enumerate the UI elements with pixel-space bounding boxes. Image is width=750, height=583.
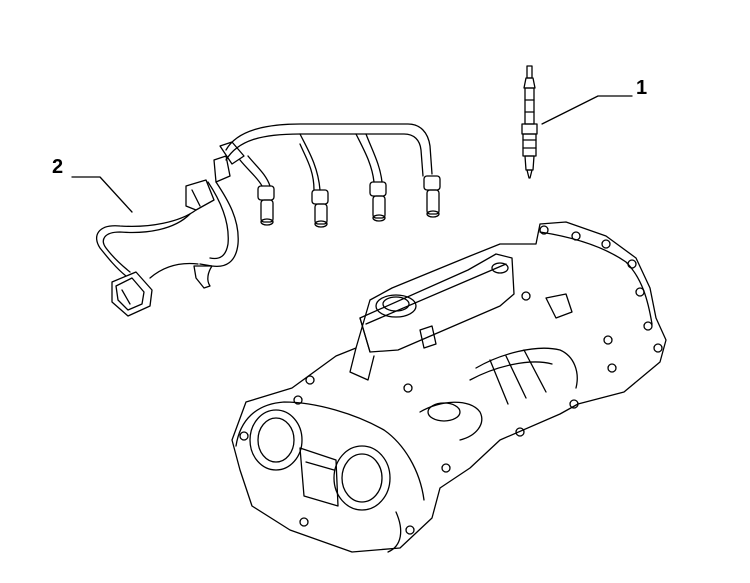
glow-plug (522, 66, 537, 178)
callout-number-1: 1 (636, 77, 648, 99)
plug-boot-2 (312, 190, 328, 227)
harness-connector-block (186, 180, 214, 210)
cylinder-head-cover (232, 222, 666, 552)
glow-plug-wiring-harness (97, 124, 440, 316)
leader-line-1 (542, 96, 632, 124)
harness-main-connector (112, 272, 152, 316)
bore-right (334, 446, 390, 510)
callout-number-2: 2 (52, 156, 64, 178)
plug-boot-1 (258, 186, 274, 225)
plug-boot-3 (370, 182, 386, 221)
plug-boot-4 (424, 176, 440, 217)
bore-left (250, 410, 302, 470)
leader-line-2 (72, 177, 132, 212)
